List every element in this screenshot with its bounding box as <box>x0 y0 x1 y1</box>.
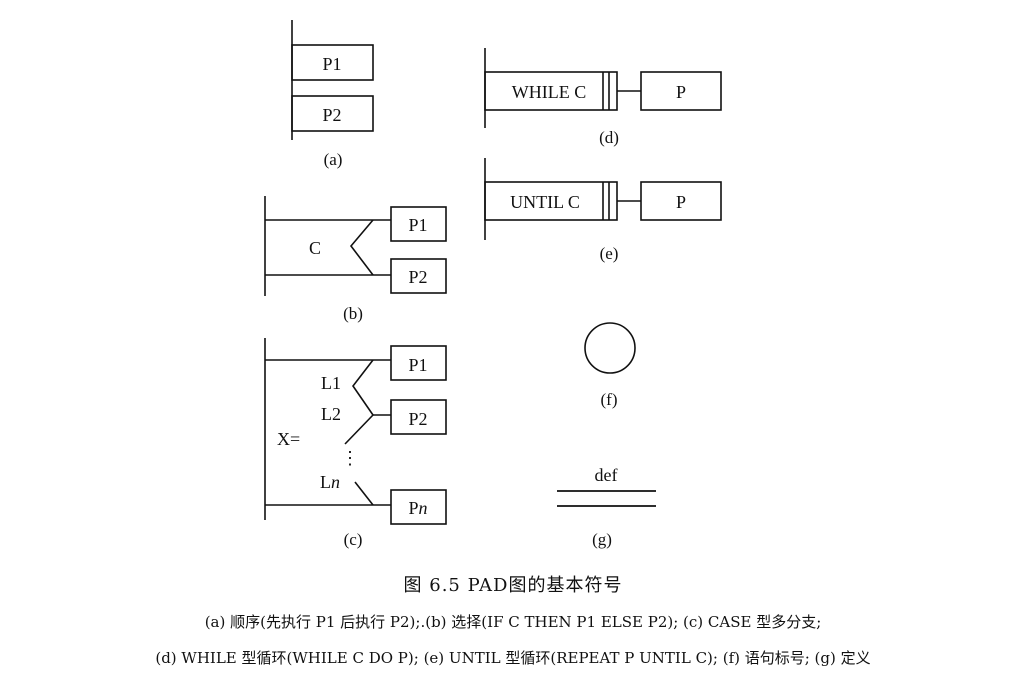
until-body-box <box>640 181 722 221</box>
statement-label-circle <box>584 322 636 374</box>
while-condition: WHILE C <box>512 82 586 102</box>
figure-legend-line-1: (a) 顺序(先执行 P1 后执行 P2);.(b) 选择(IF C THEN … <box>204 613 822 631</box>
while-body-text: P <box>676 82 686 102</box>
until-body-text: P <box>676 192 686 212</box>
case-box-p2-text: P2 <box>408 409 427 429</box>
case-ellipsis: ⋮ <box>341 448 359 468</box>
selection-condition: C <box>309 238 321 258</box>
case-box-pn <box>390 489 447 525</box>
case-box-pn-text: Pn <box>408 498 427 518</box>
case-box-p2 <box>390 399 447 435</box>
until-condition: UNTIL C <box>510 192 580 212</box>
case-symbol <box>264 338 447 525</box>
sel-box-p2-text: P2 <box>408 267 427 287</box>
case-l2: L2 <box>321 404 341 424</box>
label-f: (f) <box>601 390 618 409</box>
label-c: (c) <box>344 530 363 549</box>
label-d: (d) <box>599 128 619 147</box>
while-loop-symbol <box>484 48 722 128</box>
seq-box-p1 <box>291 44 374 81</box>
definition-symbol <box>557 490 656 507</box>
seq-box-p2 <box>291 95 374 132</box>
seq-box-p1-text: P1 <box>322 54 341 74</box>
label-b: (b) <box>343 304 363 323</box>
case-ln: Ln <box>320 472 340 492</box>
label-a: (a) <box>324 150 343 169</box>
sel-box-p1 <box>390 206 447 242</box>
figure-legend-line-2: (d) WHILE 型循环(WHILE C DO P); (e) UNTIL 型… <box>155 649 871 667</box>
case-box-p1 <box>390 345 447 381</box>
label-g: (g) <box>592 530 612 549</box>
while-body-box <box>640 71 722 111</box>
case-box-p1-text: P1 <box>408 355 427 375</box>
sel-box-p2 <box>390 258 447 294</box>
seq-box-p2-text: P2 <box>322 105 341 125</box>
figure-title: 图 6.5 PAD图的基本符号 <box>403 575 623 596</box>
sequence-symbol <box>291 20 374 140</box>
definition-text: def <box>595 465 618 485</box>
case-variable: X= <box>277 429 300 449</box>
label-e: (e) <box>600 244 619 263</box>
sel-box-p1-text: P1 <box>408 215 427 235</box>
case-l1: L1 <box>321 373 341 393</box>
selection-symbol <box>264 196 447 296</box>
until-loop-symbol <box>484 158 722 240</box>
